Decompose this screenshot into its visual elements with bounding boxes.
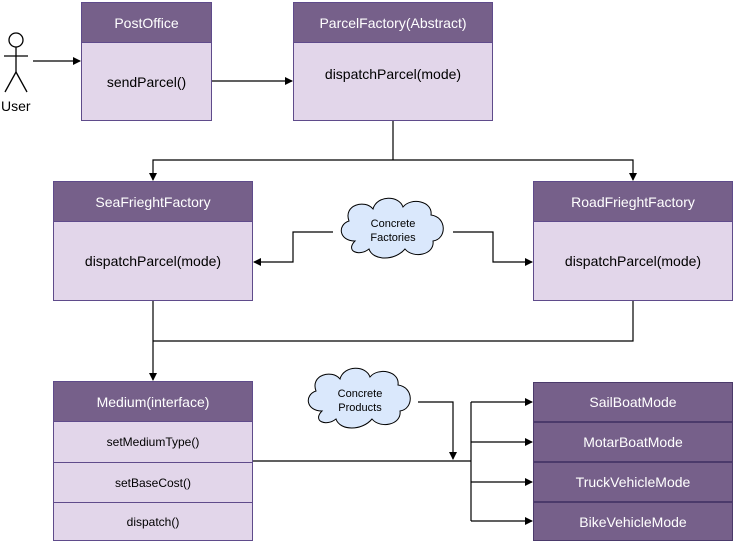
edge-road-join xyxy=(153,301,634,342)
mode-bikevehicle[interactable]: BikeVehicleMode xyxy=(533,502,733,541)
concrete-products-line2: Products xyxy=(338,402,382,414)
medium-method-set-base-cost: setBaseCost() xyxy=(54,462,252,502)
parcelfactory-class[interactable]: ParcelFactory(Abstract) dispatchParcel(m… xyxy=(293,2,493,121)
concrete-products-cloud-icon xyxy=(307,367,411,429)
mode-truckvehicle[interactable]: TruckVehicleMode xyxy=(533,462,733,502)
parcelfactory-title: ParcelFactory(Abstract) xyxy=(294,3,492,43)
medium-method-set-medium-type: setMediumType() xyxy=(106,435,200,449)
edge-products-cloud xyxy=(418,401,457,460)
medium-method-dispatch: dispatch() xyxy=(54,502,252,540)
seafactory-class[interactable]: SeaFrieghtFactory dispatchParcel(mode) xyxy=(53,181,253,301)
concrete-products-label: Concrete Products xyxy=(320,387,400,415)
edge-to-road-factory xyxy=(393,159,637,181)
mode-sailboat[interactable]: SailBoatMode xyxy=(533,382,733,422)
user-label: User xyxy=(1,98,31,114)
medium-title: Medium(interface) xyxy=(54,382,252,422)
parcelfactory-method: dispatchParcel(mode) xyxy=(324,66,462,82)
concrete-factories-label: Concrete Factories xyxy=(353,217,433,245)
edge-factories-cloud-to-road xyxy=(453,231,533,266)
concrete-factories-line1: Concrete xyxy=(370,218,416,230)
concrete-factories-cloud-icon xyxy=(340,197,444,259)
roadfactory-title: RoadFrieghtFactory xyxy=(534,182,732,222)
edge-to-sea-factory xyxy=(149,159,393,181)
roadfactory-method: dispatchParcel(mode) xyxy=(564,253,702,269)
roadfactory-class[interactable]: RoadFrieghtFactory dispatchParcel(mode) xyxy=(533,181,733,301)
mode-motarboat[interactable]: MotarBoatMode xyxy=(533,422,733,462)
postoffice-class[interactable]: PostOffice sendParcel() xyxy=(81,2,212,121)
seafactory-method: dispatchParcel(mode) xyxy=(84,253,222,269)
user-actor-icon xyxy=(4,32,28,93)
postoffice-method: sendParcel() xyxy=(106,73,187,90)
concrete-products-line1: Concrete xyxy=(337,388,383,400)
concrete-factories-line2: Factories xyxy=(370,232,416,244)
seafactory-title: SeaFrieghtFactory xyxy=(54,182,252,222)
postoffice-title: PostOffice xyxy=(82,3,211,43)
edge-factories-cloud-to-sea xyxy=(253,231,333,266)
medium-interface[interactable]: Medium(interface) setMediumType() setBas… xyxy=(53,381,253,541)
